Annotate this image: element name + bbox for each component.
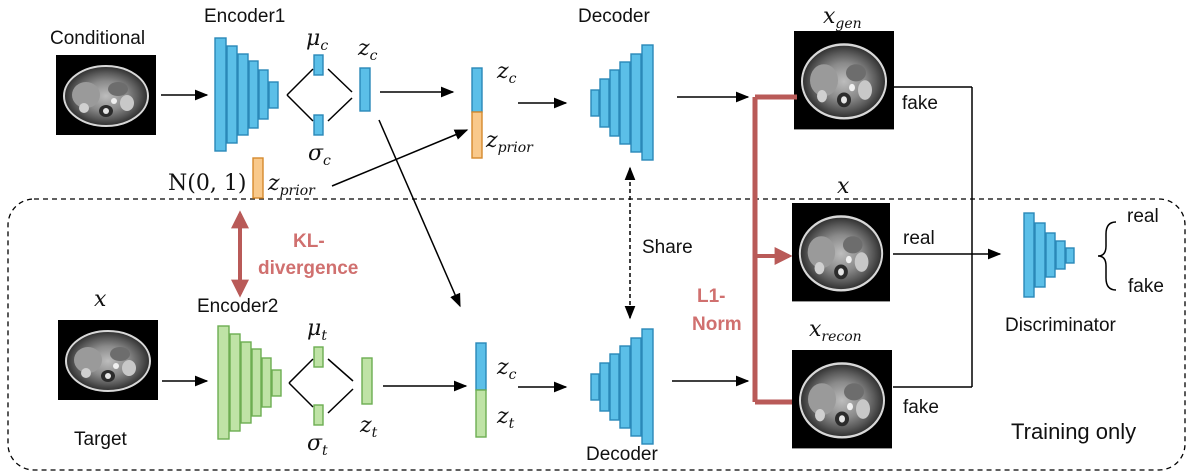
sigma-t-symbol: σt: [307, 431, 328, 459]
kl-label-line1: KL-: [293, 231, 325, 252]
decoder-top-label: Decoder: [578, 6, 650, 27]
normal-prior-label: N(0, 1): [168, 171, 246, 196]
training-only-label: Training only: [1011, 419, 1136, 444]
reconstructed-ct-image: [790, 348, 894, 450]
x-real-symbol: x: [837, 174, 850, 199]
l1-label-line2: Norm: [692, 314, 742, 335]
enc1-to-sigma-line: [286, 94, 314, 122]
x-gen-symbol: xgen: [823, 4, 862, 32]
z-t-block: [361, 357, 373, 405]
output-brace: [1097, 221, 1117, 291]
sigma-t-block: [313, 404, 324, 426]
fake-recon-label: fake: [903, 397, 939, 418]
decoder-bottom-label: Decoder: [586, 444, 658, 465]
mu-to-z-line: [327, 68, 353, 93]
output-fake-label: fake: [1128, 276, 1164, 297]
conditional-label: Conditional: [50, 28, 145, 49]
encoder2-label: Encoder2: [197, 296, 278, 317]
mu-t-symbol: μt: [307, 316, 327, 344]
concat-bottom-zc-part: [475, 342, 487, 391]
decoder-bottom-block: [590, 328, 654, 445]
x-recon-symbol: xrecon: [809, 317, 862, 345]
discriminator-label: Discriminator: [1005, 315, 1117, 336]
enc2-to-sigma-line: [288, 382, 314, 408]
training-region-border: [7, 198, 1186, 471]
mu-t-to-z-line: [327, 358, 354, 382]
concat-bottom-zc-symbol: zc: [496, 355, 517, 383]
share-label: Share: [642, 237, 693, 258]
fake-gen-label: fake: [902, 93, 938, 114]
real-ct-image: [790, 201, 892, 303]
sigma-c-block: [313, 114, 324, 136]
enc2-to-mu-line: [288, 358, 314, 384]
encoder1-label: Encoder1: [204, 6, 285, 27]
kl-label-line2: divergence: [258, 258, 358, 279]
l1-label-line1: L1-: [697, 286, 726, 307]
decoder-top-block: [590, 44, 654, 161]
mu-c-symbol: μc: [306, 26, 328, 54]
l1-norm-connector: [752, 94, 797, 405]
arrow-zc-to-concat-bottom: [378, 119, 461, 308]
concat-bottom-zt-symbol: zt: [496, 404, 515, 432]
generated-ct-image: [792, 29, 896, 131]
arrow-prior-to-concat: [331, 129, 469, 187]
x-target-symbol: x: [94, 287, 107, 312]
z-c-symbol: zc: [357, 36, 378, 64]
sigma-to-z-line: [327, 97, 353, 122]
concat-bottom-zt-part: [475, 389, 487, 438]
concat-zc-symbol: zc: [496, 59, 517, 87]
real-x-label: real: [903, 228, 935, 249]
target-label: Target: [74, 429, 128, 450]
output-real-label: real: [1127, 206, 1159, 227]
conditional-ct-image: [55, 54, 157, 136]
encoder1-block: [214, 37, 279, 152]
target-ct-image: [57, 319, 159, 401]
z-prior-block: [252, 157, 264, 199]
mu-t-block: [313, 346, 324, 368]
mu-c-block: [313, 54, 324, 76]
discriminator-block: [1023, 212, 1075, 298]
z-c-block: [359, 67, 371, 112]
concat-zprior-symbol: zprior: [485, 128, 534, 156]
z-prior-symbol: zprior: [267, 171, 316, 199]
sigma-c-symbol: σc: [308, 141, 331, 169]
concat-top-zc-part: [471, 67, 483, 113]
encoder2-block: [217, 325, 282, 440]
sigma-t-to-z-line: [327, 388, 354, 414]
concat-top-prior-part: [471, 111, 483, 159]
z-t-symbol: zt: [359, 413, 378, 441]
enc1-to-mu-line: [286, 68, 314, 96]
